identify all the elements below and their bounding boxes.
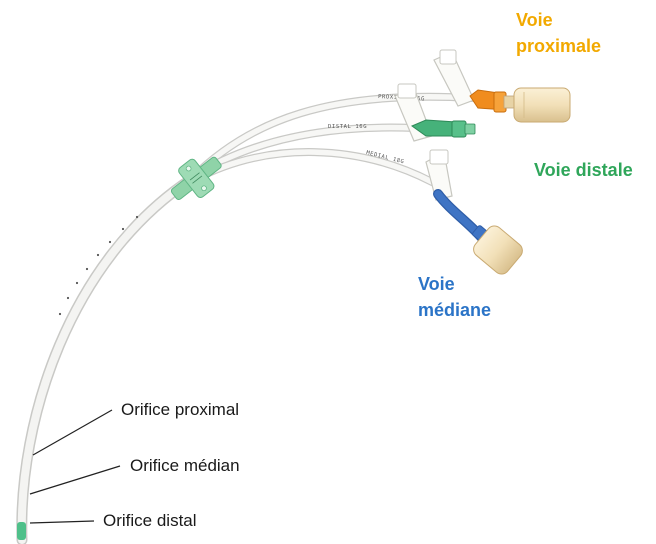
- medial-clamp: [425, 149, 453, 201]
- juncture-hub: [170, 156, 222, 201]
- orifice-proximal-label: Orifice proximal: [121, 400, 240, 419]
- proximal-luer-cap: [513, 87, 571, 123]
- distal-line-marking: DISTAL 16G: [328, 124, 367, 130]
- orifice-medial-label: Orifice médian: [130, 456, 240, 475]
- orifice-proximal-pointer: [32, 409, 113, 456]
- proximal-extension-line: [188, 92, 476, 182]
- distal-port-label-text: Voie distale: [534, 160, 633, 180]
- medial-extension-line: [190, 148, 436, 186]
- orifice-distal-label: Orifice distal: [103, 511, 197, 530]
- proximal-clamp: [433, 49, 475, 107]
- medial-port-label: Voie médiane: [418, 271, 491, 323]
- medial-port-label-line1: Voie: [418, 274, 455, 294]
- orifice-medial-pointer: [29, 465, 121, 495]
- depth-markers: [58, 215, 139, 316]
- medial-port-label-line2: médiane: [418, 300, 492, 320]
- medial-luer-cap: [473, 225, 523, 275]
- distal-tip: [17, 522, 26, 540]
- proximal-connector: [469, 89, 517, 113]
- distal-connector: [410, 119, 476, 138]
- catheter-body: [16, 174, 196, 544]
- distal-port-label: Voie distale: [534, 157, 633, 183]
- proximal-port-label-line1: Voie: [516, 10, 553, 30]
- proximal-port-label: Voie proximale: [516, 7, 601, 59]
- orifice-distal-pointer: [29, 520, 95, 524]
- proximal-port-label-line2: proximale: [516, 36, 602, 56]
